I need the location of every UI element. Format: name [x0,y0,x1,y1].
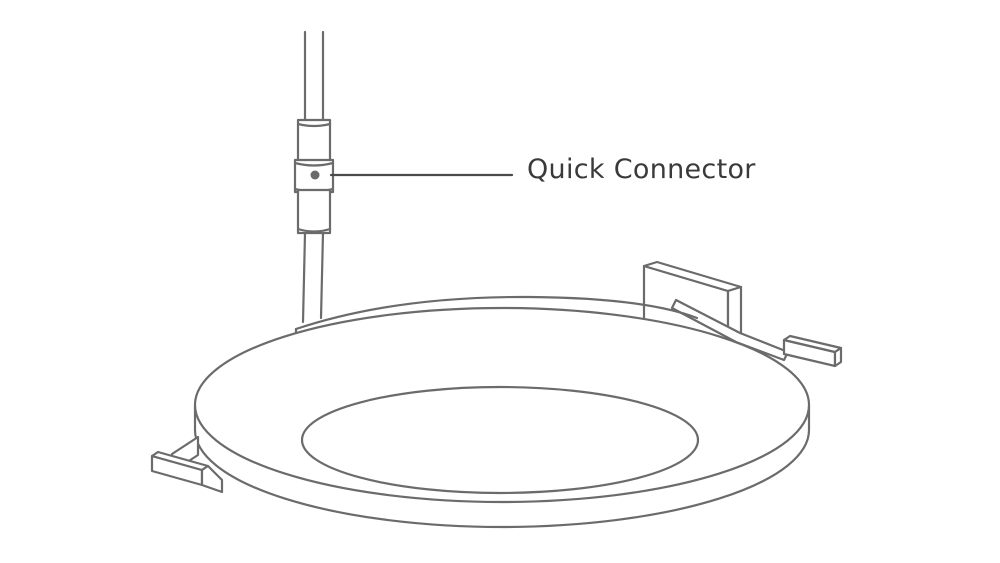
quick-connector-label: Quick Connector [527,154,756,185]
quick-connector-housing [293,118,335,235]
housing-back-rim [294,295,699,331]
left-mounting-clip [150,435,224,494]
upper-wire [303,30,325,122]
lower-wire [301,231,325,324]
light-aperture [300,385,700,495]
